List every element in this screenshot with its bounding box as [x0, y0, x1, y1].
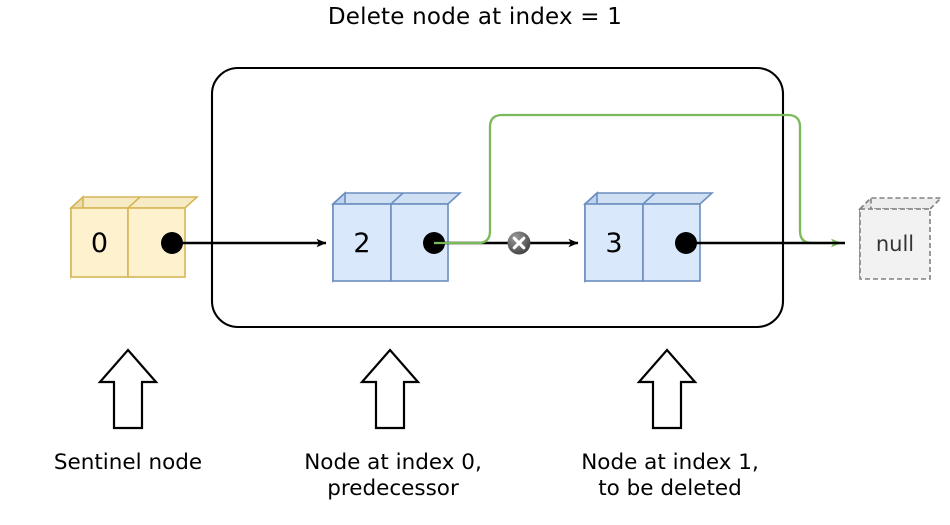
caption-node1-line-2: to be deleted — [598, 476, 742, 501]
callout-arrow-sentinel — [97, 348, 159, 430]
caption-node0-line-1: Node at index 0, — [304, 450, 482, 475]
caption-sentinel-line-1: Sentinel node — [53, 450, 203, 475]
caption-node1-line-1: Node at index 1, — [581, 450, 759, 475]
page-title: Delete node at index = 1 — [327, 4, 623, 30]
node-node0[interactable] — [330, 191, 463, 283]
cut-marker-icon — [507, 231, 531, 255]
node0-top-divider — [390, 192, 404, 205]
callout-arrow-node1 — [636, 348, 698, 430]
node0-value-cell — [332, 203, 392, 282]
caption-node0: Node at index 0, predecessor — [268, 450, 518, 502]
list-body-group — [210, 66, 785, 329]
callout-arrow-node0 — [359, 348, 421, 430]
node1-value-cell — [584, 203, 644, 282]
sentinel-value-cell — [70, 207, 129, 278]
null-top-face — [858, 197, 943, 210]
node-sentinel[interactable] — [68, 195, 200, 279]
node1-top-divider — [642, 192, 656, 205]
node-terminator-null — [858, 196, 943, 281]
caption-node0-line-2: predecessor — [327, 476, 459, 501]
node-node1[interactable] — [582, 191, 715, 283]
reroute-path-node0-to-null — [434, 113, 842, 248]
caption-node1: Node at index 1, to be deleted — [545, 450, 795, 502]
null-front-face — [859, 208, 931, 280]
caption-sentinel: Sentinel node — [8, 450, 248, 476]
sentinel-top-divider — [127, 196, 141, 209]
